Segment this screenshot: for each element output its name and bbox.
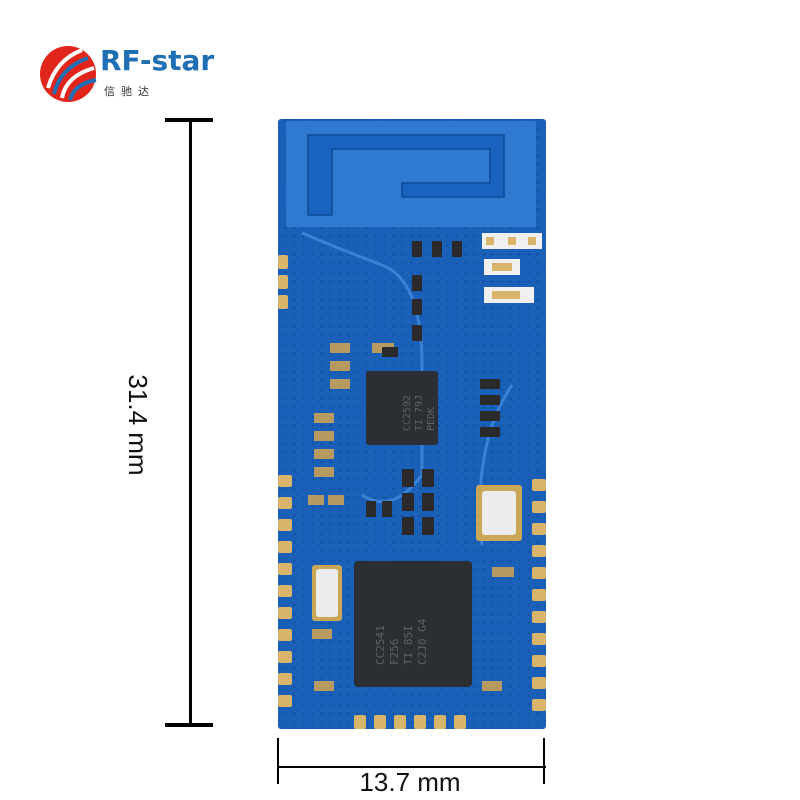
rf-chip-line-3: PEDK (426, 407, 437, 431)
svg-text:CC2592 TI 79J PEDK: CC2592 TI 79J PEDK (402, 389, 437, 431)
main-chip-line-1: CC2541 (374, 625, 387, 665)
height-dimension-cap-bottom (165, 723, 213, 727)
brand-logo: RF-star 信驰达 (38, 40, 258, 110)
width-dimension-label: 13.7 mm (359, 767, 461, 797)
bluetooth-module-photo: CC2592 TI 79J PEDK CC2541 F256 TI 85I C2… (278, 119, 546, 729)
width-dimension-line (278, 766, 546, 768)
main-chip-line-2: F256 (388, 639, 401, 666)
width-dimension-cap-right (543, 738, 545, 784)
svg-text:CC2541 F256 TI 85I: CC2541 F256 TI 85I C2J0 G4 (374, 618, 429, 665)
rf-front-end-chip: CC2592 TI 79J PEDK (366, 371, 438, 445)
pcb-antenna-trace (307, 134, 505, 216)
height-dimension-line (189, 120, 192, 726)
main-soc-chip: CC2541 F256 TI 85I C2J0 G4 (354, 561, 472, 687)
pcb-rf-components (482, 233, 542, 303)
crystal-small (312, 565, 342, 621)
width-dimension-cap-left (277, 738, 279, 784)
main-chip-line-3: TI 85I (402, 625, 415, 665)
brand-subtitle: 信驰达 (104, 85, 155, 98)
pcb-passives (308, 241, 514, 691)
crystal-large (476, 485, 522, 541)
pcb-pads-right (532, 479, 546, 711)
brand-name: RF-star (100, 44, 215, 77)
pcb-pads-left (278, 475, 292, 707)
pcb-pads-left-upper (278, 255, 288, 309)
rf-chip-line-1: CC2592 (402, 395, 413, 431)
pcb-pads-bottom (354, 715, 466, 729)
rf-star-logo-icon (40, 46, 97, 102)
rf-chip-line-2: TI 79J (414, 395, 425, 431)
main-chip-line-4: C2J0 G4 (416, 618, 429, 665)
height-dimension-cap-top (165, 118, 213, 122)
height-dimension-label: 31.4 mm (123, 374, 153, 476)
